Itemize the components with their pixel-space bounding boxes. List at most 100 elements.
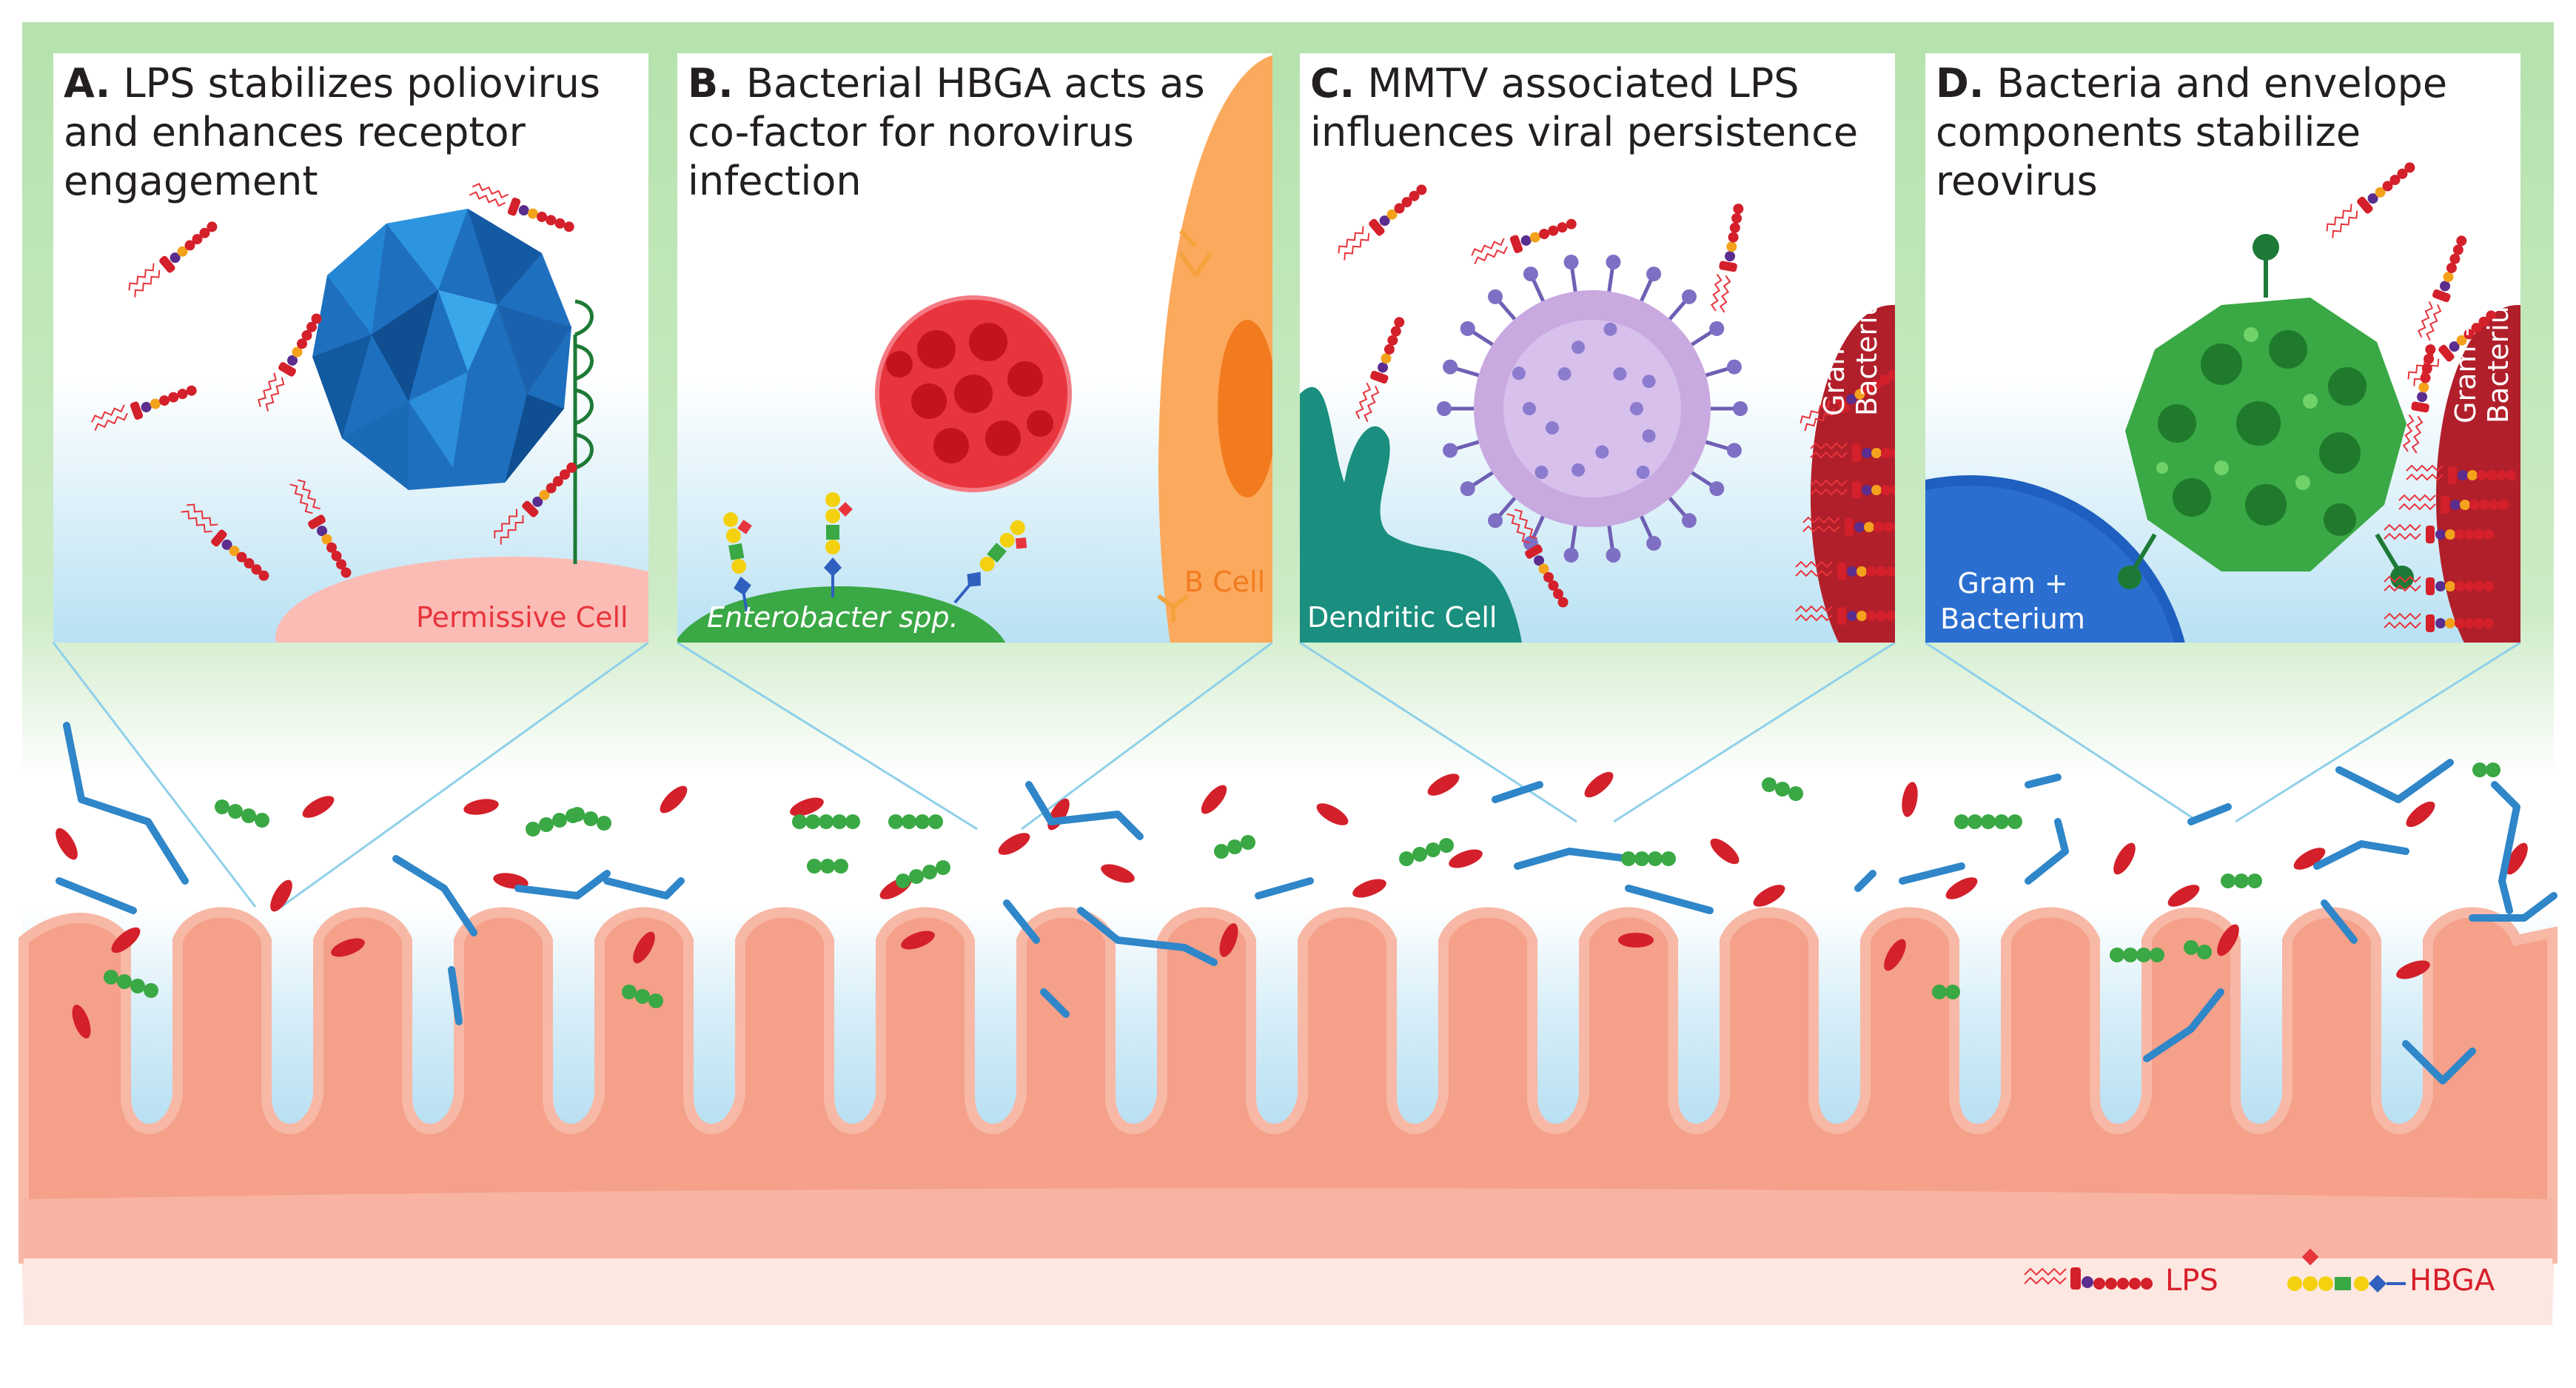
norovirus	[875, 295, 1072, 492]
lumen-lps	[1618, 933, 1654, 948]
lumen-hbga	[392, 855, 477, 936]
lumen-bacteria	[928, 814, 943, 829]
lps-molecule	[181, 503, 269, 581]
lumen-bacteria	[583, 811, 598, 826]
lumen-bacteria	[2008, 814, 2022, 829]
lps-molecule	[91, 385, 197, 432]
mmtv-surface-protein	[1572, 463, 1586, 477]
lumen-bacteria	[902, 814, 916, 829]
hbga-molecule	[953, 520, 1027, 604]
hbga-molecules	[723, 492, 1027, 617]
lumen-lps	[633, 931, 655, 964]
poliovirus	[312, 209, 571, 490]
lps-molecule	[2384, 612, 2494, 632]
lumen-hbga	[2335, 759, 2454, 803]
lumen-bacteria	[255, 813, 269, 828]
mmtv-surface-protein	[1534, 466, 1549, 480]
lumen-bacteria	[896, 874, 910, 888]
legend-lps-glyph	[2024, 1267, 2153, 1290]
lumen-hbga	[2491, 781, 2520, 914]
lumen-hbga	[1514, 848, 1632, 870]
lps-molecule	[1795, 605, 1895, 625]
panel-c: C. MMTV associated LPS influences viral …	[1300, 53, 1895, 643]
lumen-lps	[463, 799, 499, 815]
permissive-cell	[275, 557, 648, 643]
lumen-lps	[2113, 842, 2136, 875]
lumen-bacteria	[1932, 985, 1947, 999]
lumen-bacteria	[807, 859, 822, 874]
lumen-hbga	[2313, 840, 2409, 870]
lps-molecule	[2407, 310, 2497, 386]
lps-molecule	[2384, 575, 2494, 595]
reovirus	[2118, 234, 2414, 589]
enterobacter-label: Enterobacter spp.	[707, 601, 959, 634]
lumen-hbga	[2402, 1040, 2476, 1084]
lumen-lps	[1584, 771, 1614, 798]
panel-a-illustration	[53, 53, 648, 643]
lumen-bacteria	[117, 974, 132, 989]
lumen-bacteria	[1426, 842, 1440, 857]
mmtv-spike	[1443, 443, 1458, 458]
panel-c-illustration	[1300, 53, 1895, 643]
mmtv-spike	[1443, 359, 1458, 375]
lumen-bacteria	[936, 860, 950, 875]
panel-b-illustration	[677, 53, 1272, 643]
lumen-bacteria	[1775, 782, 1790, 797]
lps-molecule	[494, 462, 577, 545]
lumen-bacteria	[2221, 874, 2235, 888]
lumen-hbga	[1025, 781, 1144, 840]
mmtv-surface-protein	[1512, 366, 1526, 380]
lumen-hbga	[1077, 907, 1218, 966]
lumen-lps	[2217, 924, 2239, 956]
lumen-lps	[1945, 877, 1978, 899]
lumen-hbga	[514, 870, 611, 899]
lumen-bacteria	[228, 804, 243, 819]
lumen-bacteria	[539, 817, 554, 832]
mmtv-spike	[1726, 359, 1742, 375]
b-cell-label: B Cell	[1184, 566, 1266, 598]
mmtv-spike	[1488, 289, 1503, 304]
mmtv-spike	[1460, 321, 1475, 336]
lumen-bacteria	[819, 814, 833, 829]
panel-d: D. Bacteria and envelope components stab…	[1925, 53, 2520, 643]
lps-molecule	[289, 479, 352, 578]
lumen-molecules	[56, 722, 2557, 1084]
lumen-lps	[2406, 801, 2435, 828]
lps-molecule	[1338, 184, 1427, 261]
lumen-bacteria	[1788, 786, 1803, 801]
permissive-cell-label: Permissive Cell	[416, 601, 628, 634]
panel-c-title: C. MMTV associated LPS influences viral …	[1310, 59, 1888, 157]
lps-molecules	[91, 182, 577, 581]
lps-molecule	[1506, 509, 1569, 608]
lumen-bacteria	[2184, 940, 2198, 955]
lumen-bacteria	[526, 822, 540, 837]
lumen-lps	[1427, 774, 1460, 796]
mmtv-spike	[1563, 255, 1579, 270]
lumen-bacteria	[2150, 948, 2164, 962]
mmtv-surface-protein	[1636, 466, 1650, 480]
lumen-bacteria	[915, 814, 930, 829]
panel-d-title-text: Bacteria and envelope components stabili…	[1936, 60, 2448, 204]
lumen-hbga	[2321, 899, 2358, 944]
lps-molecules	[1338, 184, 1895, 625]
lps-molecule	[2417, 235, 2467, 341]
lumen-bacteria	[2197, 945, 2212, 959]
lumen-lps	[302, 796, 335, 818]
lumen-hbga	[1255, 877, 1314, 899]
panel-a: A. LPS stabilizes poliovirus and enhance…	[53, 53, 648, 643]
dendritic-cell	[1300, 386, 1522, 643]
lumen-lps	[56, 828, 78, 860]
mmtv-spike	[1563, 547, 1579, 563]
lumen-lps	[1201, 785, 1227, 814]
lumen-hbga	[1625, 885, 1714, 914]
lumen-bacteria	[241, 808, 256, 823]
lumen-bacteria	[552, 813, 567, 828]
lumen-hbga	[603, 877, 685, 899]
lps-molecule	[469, 182, 574, 232]
panel-c-title-text: MMTV associated LPS influences viral per…	[1310, 60, 1859, 155]
lumen-bacteria	[1981, 814, 1996, 829]
receptor-loops	[574, 299, 594, 470]
lumen-hbga	[2143, 988, 2224, 1062]
panel-a-letter: A.	[64, 60, 111, 107]
mmtv-spike	[1606, 547, 1621, 563]
